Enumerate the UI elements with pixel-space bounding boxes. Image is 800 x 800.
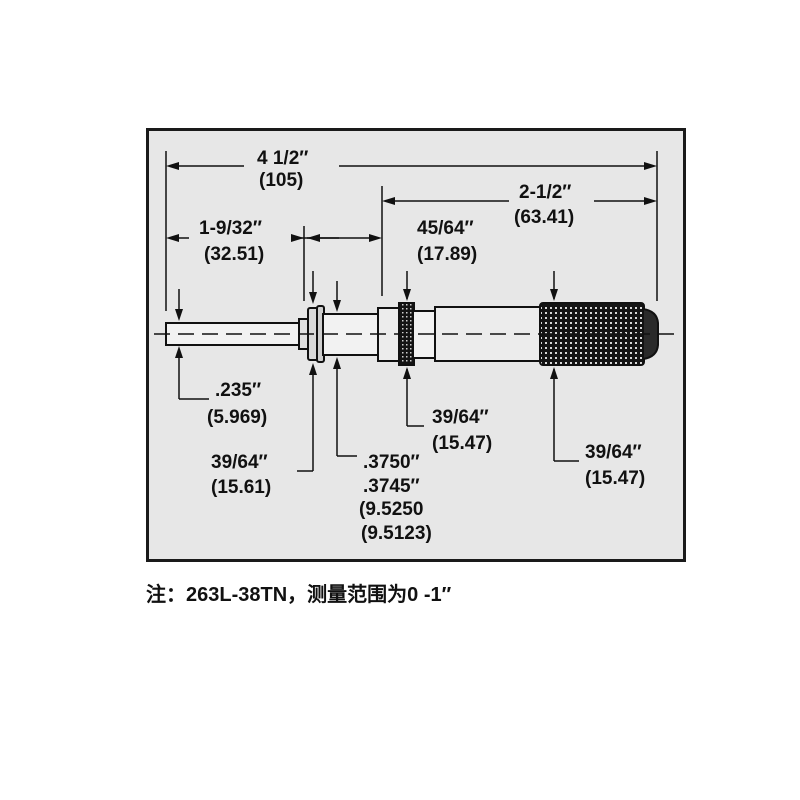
knob-diameter-mm: (15.47) bbox=[585, 468, 645, 489]
knob-diameter-inch: 39/64″ bbox=[585, 442, 642, 463]
nut-diameter-mm: (15.47) bbox=[432, 433, 492, 454]
micrometer-head-drawing: 4 1/2″ (105) 2-1/2″ (63.41) 1-9/32″ (32.… bbox=[154, 148, 674, 544]
dimension-lines bbox=[165, 151, 658, 472]
thimble-length-mm: (63.41) bbox=[514, 207, 574, 228]
stem-diameter-inch-max: .3750″ bbox=[363, 452, 420, 473]
collar-diameter-mm: (15.61) bbox=[211, 477, 271, 498]
spindle-length-inch: 1-9/32″ bbox=[199, 218, 262, 239]
barrel-length-inch: 45/64″ bbox=[417, 218, 474, 239]
stem-diameter-inch-min: .3745″ bbox=[363, 476, 420, 497]
end-cap bbox=[642, 307, 659, 361]
dimension-labels: 4 1/2″ (105) 2-1/2″ (63.41) 1-9/32″ (32.… bbox=[199, 148, 645, 544]
overall-length-inch: 4 1/2″ bbox=[257, 148, 308, 169]
spindle-diameter-mm: (5.969) bbox=[207, 407, 267, 428]
thimble-length-inch: 2-1/2″ bbox=[519, 182, 571, 203]
stem-diameter-mm-min: (9.5123) bbox=[361, 523, 432, 544]
overall-length-mm: (105) bbox=[259, 170, 303, 191]
barrel-length-mm: (17.89) bbox=[417, 244, 477, 265]
arrowheads bbox=[166, 162, 657, 379]
drawing-frame: 4 1/2″ (105) 2-1/2″ (63.41) 1-9/32″ (32.… bbox=[146, 128, 686, 562]
spindle-diameter-inch: .235″ bbox=[215, 380, 261, 401]
stem-diameter-mm-max: (9.5250 bbox=[359, 499, 423, 520]
collar-diameter-inch: 39/64″ bbox=[211, 452, 268, 473]
spindle-length-mm: (32.51) bbox=[204, 244, 264, 265]
range-note: 注：263L-38TN，测量范围为0 -1″ bbox=[146, 584, 452, 606]
nut-diameter-inch: 39/64″ bbox=[432, 407, 489, 428]
